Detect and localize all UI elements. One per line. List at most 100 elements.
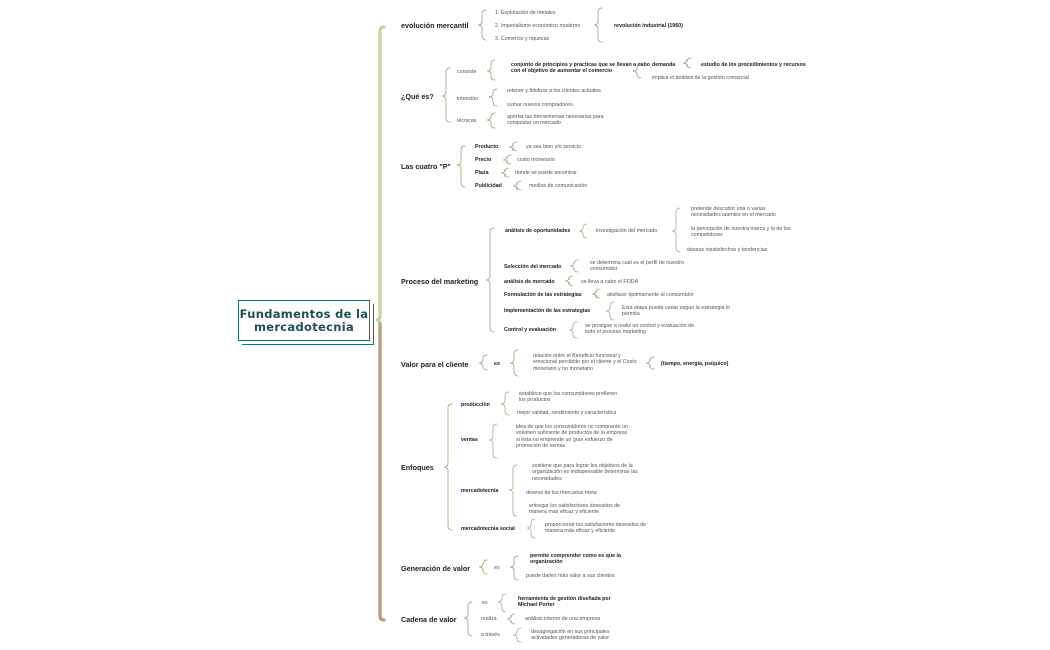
branch-que-es-title[interactable]: ¿Qué es? bbox=[401, 92, 434, 101]
branch-evolucion-title[interactable]: evolución mercantil bbox=[401, 21, 469, 30]
generacion-bracket bbox=[478, 559, 488, 575]
evolucion-result: revolución industrial (1960) bbox=[614, 23, 683, 29]
p-precio-label: Precio bbox=[475, 157, 492, 163]
produccion-item-2: mejor calidad, rendimiento y característ… bbox=[517, 410, 617, 416]
cadena-es-text: herramienta de gestión diseñada por Mich… bbox=[518, 596, 611, 609]
mercadotecnia-item-2: deseos de los mercados meta bbox=[526, 490, 597, 496]
seleccion-text: se determina cual es el perfil de nuestr… bbox=[590, 260, 684, 273]
root-title: Fundamentos de la mercadotecnia bbox=[239, 306, 369, 334]
analisis-bracket bbox=[564, 275, 574, 287]
investigacion-item-1: pretende descubrir una o varias necesida… bbox=[691, 206, 776, 219]
main-bracket-lower bbox=[378, 322, 386, 622]
social-text: proporcionar los satisfactores deseados … bbox=[545, 522, 646, 535]
evolucion-item-1: 1. Explotación de metales bbox=[495, 10, 556, 16]
evolucion-bracket bbox=[477, 9, 487, 41]
control-label: Control y evaluación bbox=[504, 327, 557, 333]
generacion-item-2: puede darles más valor a sus clientes bbox=[526, 573, 615, 579]
seleccion-bracket bbox=[569, 259, 579, 273]
producto-bracket bbox=[508, 141, 518, 152]
root-node[interactable]: Fundamentos de la mercadotecnia bbox=[238, 300, 370, 341]
control-bracket bbox=[568, 321, 578, 339]
gestion-text: implica el análisis de la gestión comerc… bbox=[652, 75, 749, 81]
valor-extra-bracket bbox=[645, 356, 655, 370]
cadena-traves-bracket bbox=[512, 627, 522, 643]
implementacion-text: Esta etapa puede variar según la estrate… bbox=[622, 305, 731, 318]
ventas-bracket bbox=[488, 423, 498, 459]
consiste-text: conjunto de principios y prácticas que s… bbox=[511, 62, 650, 75]
branch-valor-title[interactable]: Valor para el cliente bbox=[401, 360, 469, 369]
demanda-text-bracket bbox=[682, 57, 692, 69]
valor-extra: (tiempo, energía, psíquico) bbox=[661, 361, 729, 367]
investigacion-item-2: la percepción de nuestra marca y la de l… bbox=[691, 226, 791, 239]
demanda-text: estudio de los procedimientos y recursos bbox=[701, 62, 806, 68]
branch-generacion-title[interactable]: Generación de valor bbox=[401, 564, 471, 573]
intencion-bracket bbox=[488, 88, 498, 107]
mercadotecnia-item-1: sostiene que para lograr los objetivos d… bbox=[532, 463, 638, 482]
plaza-bracket bbox=[500, 167, 510, 178]
tecnicas-label: técnicas bbox=[457, 118, 477, 124]
oportunidades-bracket bbox=[578, 223, 588, 239]
p-publicidad-label: Publicidad bbox=[475, 183, 502, 189]
branch-cadena-title[interactable]: Cadena de valor bbox=[401, 615, 457, 624]
main-bracket-upper bbox=[378, 25, 386, 318]
social-label: mercadotecnia social bbox=[461, 526, 515, 532]
branch-proceso-title[interactable]: Proceso del marketing bbox=[401, 277, 479, 286]
p-producto-label: Producto bbox=[475, 144, 499, 150]
implementacion-label: Implementación de las estrategias bbox=[504, 308, 591, 314]
analisis-mercado-label: análisis de mercado bbox=[504, 279, 555, 285]
investigacion-item-3: deseos insatisfechos y tendencias bbox=[687, 247, 768, 253]
cadena-es-bracket bbox=[497, 593, 507, 613]
mercadotecnia-bracket bbox=[508, 464, 518, 517]
investigacion-bracket bbox=[671, 207, 681, 253]
cadena-es-label: es bbox=[482, 600, 488, 606]
cuatro-p-bracket bbox=[456, 145, 466, 188]
produccion-item-1: establece que los consumidores prefieren… bbox=[519, 391, 618, 404]
formulacion-bracket bbox=[591, 288, 601, 299]
cadena-bracket bbox=[463, 601, 473, 637]
intencion-item-1: retener y fidelizar a los clientes actua… bbox=[507, 88, 601, 94]
investigacion-text: investigación del mercado bbox=[596, 228, 658, 234]
demanda-bracket bbox=[632, 63, 642, 79]
demanda-label: demanda bbox=[652, 62, 676, 68]
cadena-realiza-label: realiza bbox=[481, 616, 497, 622]
consiste-label: consiste bbox=[457, 69, 477, 75]
produccion-label: producción bbox=[461, 402, 490, 408]
tecnicas-bracket bbox=[486, 112, 496, 129]
cadena-traves-text: desagregación en sus principales activid… bbox=[531, 629, 610, 642]
consiste-bracket bbox=[486, 59, 496, 81]
intencion-item-2: sumar nuevos compradores. bbox=[507, 102, 575, 108]
ventas-text: idea de que los consumidores no comprará… bbox=[516, 424, 628, 449]
evolucion-item-3: 3. Comercio y riquezas bbox=[495, 36, 550, 42]
cadena-realiza-text: análisis interno de una empresa bbox=[525, 616, 601, 622]
p-producto-text: ya sea bien y/o servicio bbox=[526, 144, 582, 150]
ventas-label: ventas bbox=[461, 437, 478, 443]
p-plaza-label: Plaza bbox=[475, 170, 489, 176]
generacion-item-1: permite comprender como es que la organi… bbox=[530, 553, 621, 566]
p-plaza-text: donde se puede encontrar bbox=[515, 170, 577, 176]
que-es-bracket bbox=[441, 67, 451, 123]
p-publicidad-text: medios de comunicación bbox=[529, 183, 588, 189]
cadena-realiza-bracket bbox=[506, 613, 516, 625]
enfoques-bracket bbox=[443, 403, 453, 531]
p-precio-text: costo monetario bbox=[517, 157, 555, 163]
mercadotecnia-item-3: entregar los satisfactores deseados de m… bbox=[529, 503, 620, 516]
proceso-bracket bbox=[485, 227, 495, 333]
publicidad-bracket bbox=[512, 180, 522, 191]
valor-text: relación entre el Beneficio funcional y … bbox=[533, 353, 637, 372]
generacion-es-label: es bbox=[494, 565, 500, 571]
intencion-label: intención bbox=[457, 96, 479, 102]
branch-cuatro-p-title[interactable]: Las cuatro "P" bbox=[401, 162, 451, 171]
control-text: se prosigue a realiz un control y evalua… bbox=[585, 323, 694, 336]
cadena-traves-label: a trávés bbox=[481, 632, 500, 638]
seleccion-label: Selección del mercado bbox=[504, 264, 562, 270]
implementacion-bracket bbox=[605, 301, 615, 321]
produccion-bracket bbox=[500, 391, 510, 416]
valor-es-label: es bbox=[494, 361, 500, 367]
formulacion-text: atisfacer óptimamente al consumidor bbox=[607, 292, 694, 298]
branch-enfoques-title[interactable]: Enfoques bbox=[401, 463, 434, 472]
analisis-mercado-text: se lleva a cabo el FODA bbox=[581, 279, 639, 285]
precio-bracket bbox=[502, 154, 512, 165]
social-bracket bbox=[526, 518, 536, 539]
